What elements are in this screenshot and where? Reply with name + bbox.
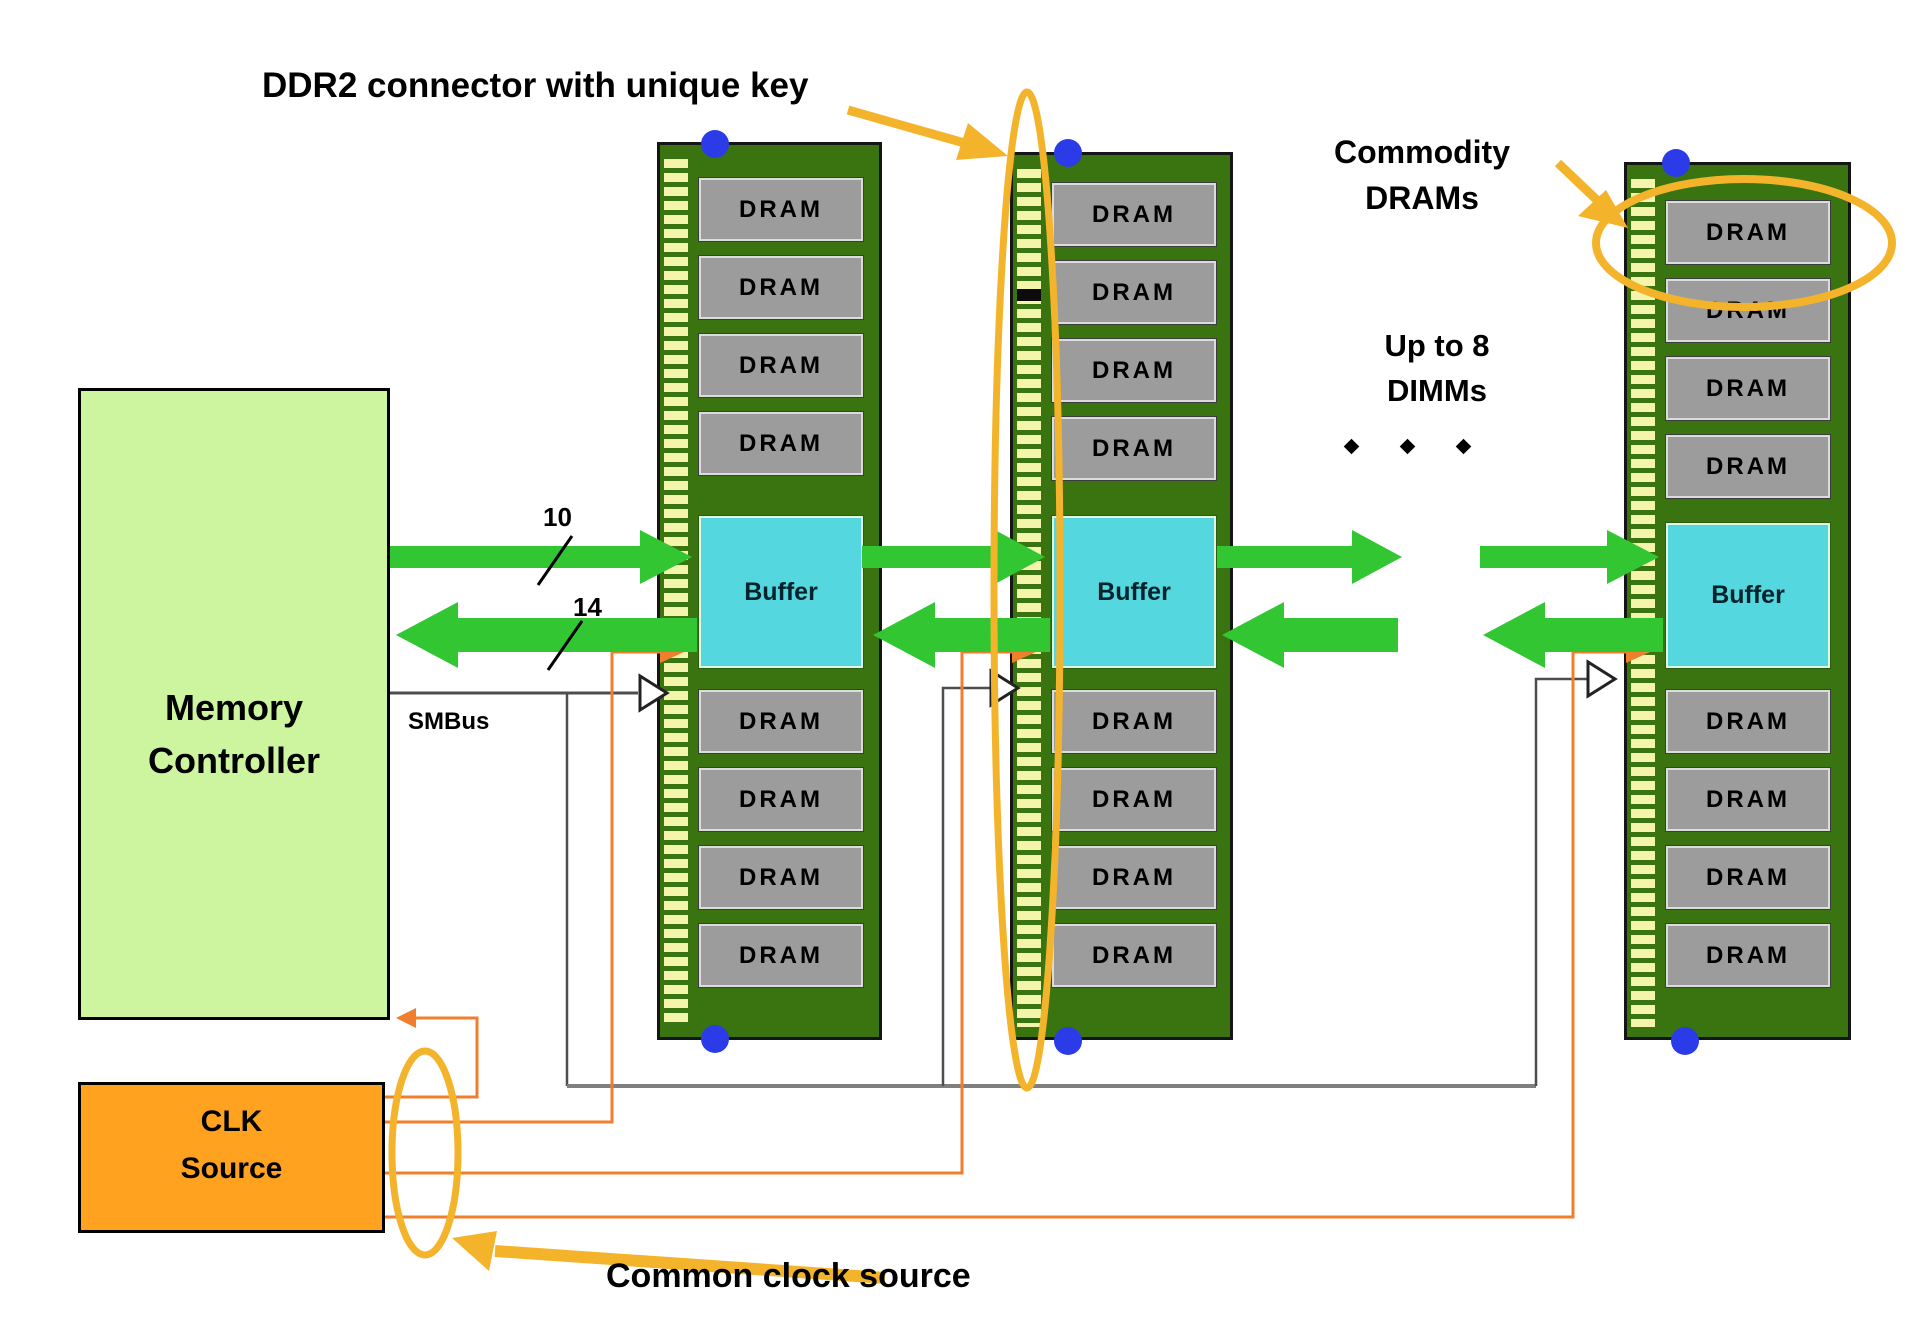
dram-chip: DRAM (1051, 260, 1217, 325)
ellipsis-dot-icon (1455, 438, 1472, 455)
connector-pin-strip (1017, 169, 1041, 1027)
dram-chip: DRAM (1051, 923, 1217, 988)
dram-chip: DRAM (1051, 338, 1217, 403)
clk-source-box: CLK Source (78, 1082, 385, 1233)
ddr2-annotation-arrowhead-icon (956, 123, 1008, 160)
memory-controller-label-line1: Memory (164, 687, 304, 728)
buffer-chip: Buffer (1051, 515, 1217, 669)
ddr2-connector-label: DDR2 connector with unique key (262, 66, 809, 105)
commodity-drams-line2: DRAMs (1365, 180, 1479, 216)
connector-pin-strip (664, 159, 688, 1027)
smbus-riser-dimm3 (1534, 677, 1587, 1086)
clk-source-label-line1: CLK (200, 1105, 263, 1138)
dram-chip: DRAM (1665, 278, 1831, 343)
dram-chip: DRAM (698, 177, 864, 242)
clock-source-highlight-ellipse (388, 1047, 462, 1259)
commodity-annotation-arrow (1554, 159, 1604, 207)
ellipsis-dot-icon (1399, 438, 1416, 455)
dram-chip: DRAM (1051, 689, 1217, 754)
clock-line-to-dimm3 (385, 650, 1626, 1219)
dram-chip: DRAM (698, 923, 864, 988)
northbound-arrow-toward-dimm2 (1222, 602, 1398, 668)
memory-controller-box: Memory Controller (78, 388, 390, 1020)
lane-count-out-label: 10 (543, 502, 572, 532)
dram-chip: DRAM (698, 689, 864, 754)
dram-chip: DRAM (1665, 767, 1831, 832)
clk-source-label-line2: Source (180, 1152, 283, 1185)
southbound-arrow-dimm2-onward (1217, 530, 1402, 584)
lane-count-in-label: 14 (573, 592, 602, 622)
lane-count-slash-in (546, 620, 584, 671)
commodity-drams-label: Commodity DRAMs (1312, 129, 1532, 221)
dram-chip: DRAM (1665, 689, 1831, 754)
northbound-arrow-dimm1-to-controller (396, 602, 697, 668)
dram-chip: DRAM (1665, 923, 1831, 988)
dram-chip: DRAM (1051, 416, 1217, 481)
up-to-8-line2: DIMMs (1387, 373, 1487, 408)
common-clock-annotation-arrowhead-icon (452, 1231, 497, 1271)
clock-arrowhead-icon (396, 1008, 416, 1028)
connector-pin-strip (1631, 179, 1655, 1027)
commodity-annotation-arrowhead-icon (1578, 190, 1628, 228)
connector-key-notch (1017, 289, 1041, 301)
dram-chip: DRAM (1665, 434, 1831, 499)
southbound-arrow-controller-to-dimm1 (390, 530, 692, 584)
smbus-label: SMBus (408, 708, 490, 735)
common-clock-source-label: Common clock source (606, 1257, 971, 1295)
dram-chip: DRAM (1051, 182, 1217, 247)
buffer-chip: Buffer (1665, 522, 1831, 669)
smbus-riser-dimm2 (941, 686, 990, 1086)
dram-chip: DRAM (698, 411, 864, 476)
lane-count-slash-out (536, 535, 574, 586)
dram-chip: DRAM (698, 845, 864, 910)
dram-chip: DRAM (698, 333, 864, 398)
commodity-drams-line1: Commodity (1334, 134, 1510, 170)
dram-chip: DRAM (1051, 845, 1217, 910)
dram-chip: DRAM (1051, 767, 1217, 832)
ellipsis-dot-icon (1343, 438, 1360, 455)
up-to-8-dimms-label: Up to 8 DIMMs (1337, 323, 1537, 413)
ddr2-annotation-arrow (846, 105, 977, 151)
dram-chip: DRAM (1665, 356, 1831, 421)
up-to-8-line1: Up to 8 (1384, 328, 1490, 363)
dram-chip: DRAM (698, 255, 864, 320)
more-dimms-ellipsis (1343, 438, 1472, 455)
smbus-driver-triangle-icon (1586, 659, 1618, 699)
clock-line-to-controller (385, 1016, 479, 1099)
memory-controller-label-line2: Controller (147, 740, 320, 781)
dram-chip: DRAM (1665, 845, 1831, 910)
dram-chip: DRAM (1665, 200, 1831, 265)
dram-chip: DRAM (698, 767, 864, 832)
buffer-chip: Buffer (698, 515, 864, 669)
